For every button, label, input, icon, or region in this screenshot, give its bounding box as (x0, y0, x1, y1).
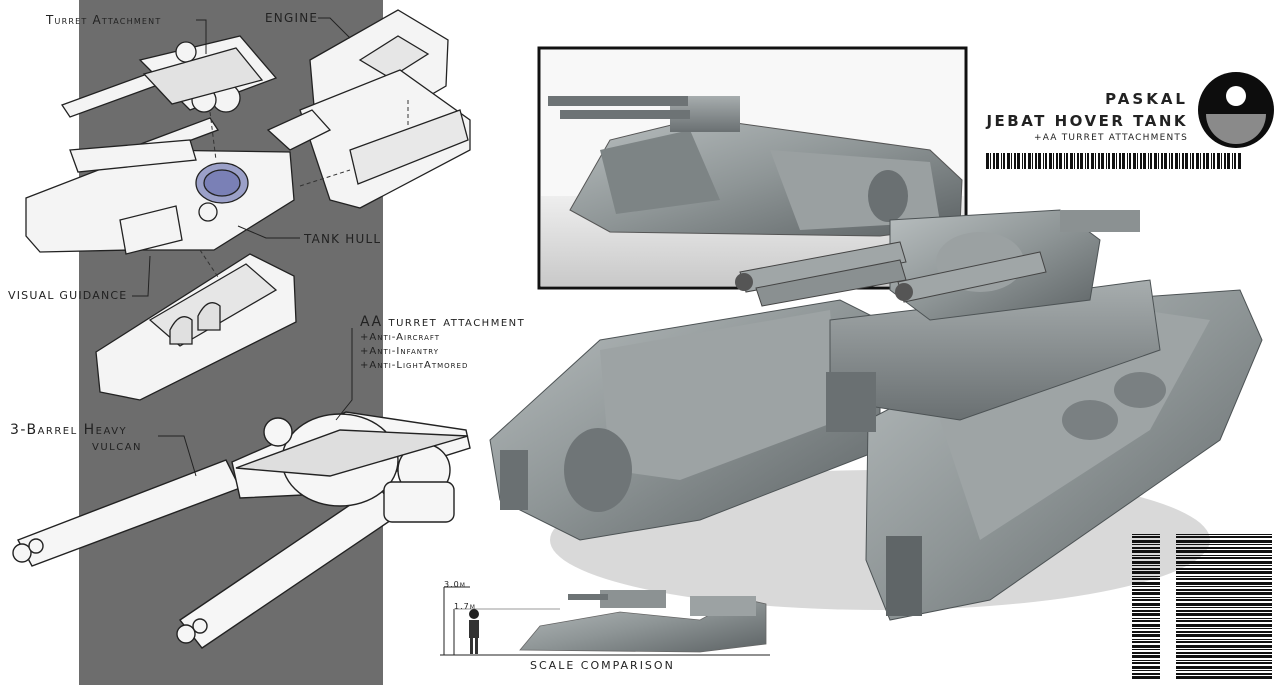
faction-logo (1198, 72, 1274, 148)
aa-turret-drawing (12, 411, 471, 649)
main-tank-render (489, 209, 1263, 621)
scale-comparison-drawing (440, 586, 770, 656)
human-figure (469, 609, 479, 654)
title-subtitle: +AA TURRET ATTACHMENTS (1033, 133, 1188, 143)
title-tank-name: JEBAT HOVER TANK (986, 112, 1188, 130)
label-tank-hull: TANK HULL (304, 232, 382, 246)
barcode-top (986, 153, 1241, 169)
title-brand: PASKAL (1105, 90, 1188, 108)
label-3-barrel-heavy: 3-Barrel Heavy (10, 422, 128, 438)
leader-lines (132, 17, 353, 477)
scale-height-1-7m: 1.7m (454, 602, 476, 611)
exploded-engine-drawing (266, 9, 471, 209)
label-engine: ENGINE (265, 11, 319, 25)
label-visual-guidance: VISUAL GUIDANCE (8, 289, 128, 302)
inset-tank-render (548, 96, 963, 237)
aa-feature-anti-infantry: +Anti-Infantry (360, 346, 439, 357)
exploded-hull-drawing (25, 139, 295, 255)
exploded-lower-hull-drawing (95, 253, 297, 401)
label-turret-attachment: Turret Attachment (46, 13, 162, 27)
label-scale-comparison: SCALE COMPARISON (530, 659, 675, 672)
aa-feature-anti-light-armored: +Anti-LightAtmored (360, 360, 469, 371)
barcode-bottom-right (1176, 534, 1272, 679)
barcode-bottom-left (1132, 534, 1160, 679)
dashed-guides (199, 100, 409, 281)
scale-tank (519, 590, 767, 653)
scale-height-3m: 3.0m (444, 580, 466, 589)
label-vulcan: vulcan (92, 438, 143, 454)
label-aa-turret-attachment: AA turret attachment (360, 314, 526, 330)
aa-feature-anti-aircraft: +Anti-Aircraft (360, 332, 441, 343)
